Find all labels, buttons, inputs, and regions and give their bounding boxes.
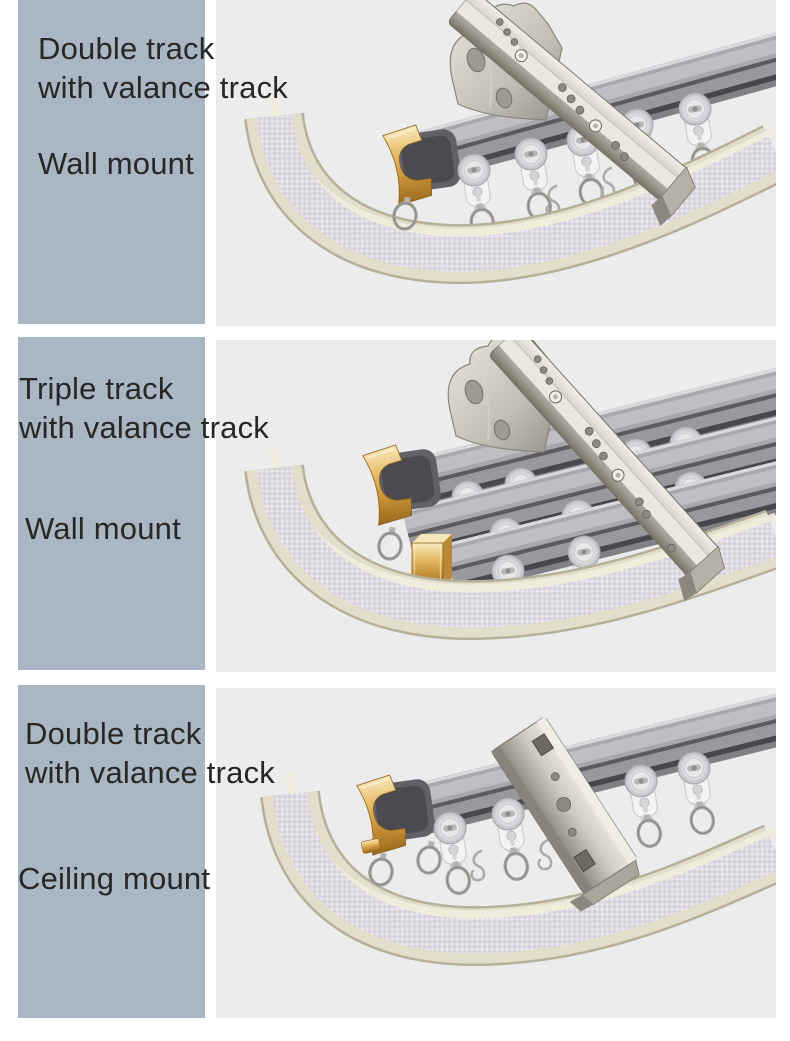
- triple-track-wall-mount-illustration: [216, 340, 776, 672]
- mount-type-label-2: Wall mount: [25, 511, 181, 546]
- bracket-slot: [531, 733, 555, 757]
- label-panel-1: [18, 0, 205, 324]
- track-type-label-1: Double track with valance track: [38, 29, 288, 107]
- track-type-line2: with valance track: [25, 755, 275, 790]
- wall-bracket-rail: [448, 0, 696, 226]
- label-panel-2: [18, 337, 205, 670]
- gold-glider-clip: [361, 838, 381, 854]
- mount-type-label-1: Wall mount: [38, 146, 194, 181]
- double-track-ceiling-mount-illustration: [216, 688, 776, 1018]
- bracket-slot: [573, 848, 596, 873]
- valance-track: [260, 772, 776, 967]
- product-photo-double-track-ceiling-mount: [216, 688, 776, 1018]
- track-type-line1: Double track: [38, 31, 215, 66]
- velcro-strip: [272, 791, 776, 954]
- label-panel-3: [18, 685, 205, 1018]
- product-photo-double-track-wall-mount: [216, 0, 776, 326]
- ceiling-bracket: [491, 716, 640, 912]
- double-track-wall-mount-illustration: [216, 0, 776, 326]
- product-photo-triple-track-wall-mount: [216, 340, 776, 672]
- wall-bracket-rail: [489, 340, 725, 602]
- track-type-line1: Double track: [25, 716, 202, 751]
- mount-type-label-3: Ceiling mount: [18, 861, 211, 896]
- track-type-line2: with valance track: [38, 70, 288, 105]
- track-type-line2: with valance track: [19, 410, 269, 445]
- track-type-label-2: Triple track with valance track: [19, 369, 269, 447]
- track-type-line1: Triple track: [19, 371, 174, 406]
- track-type-label-3: Double track with valance track: [25, 714, 275, 792]
